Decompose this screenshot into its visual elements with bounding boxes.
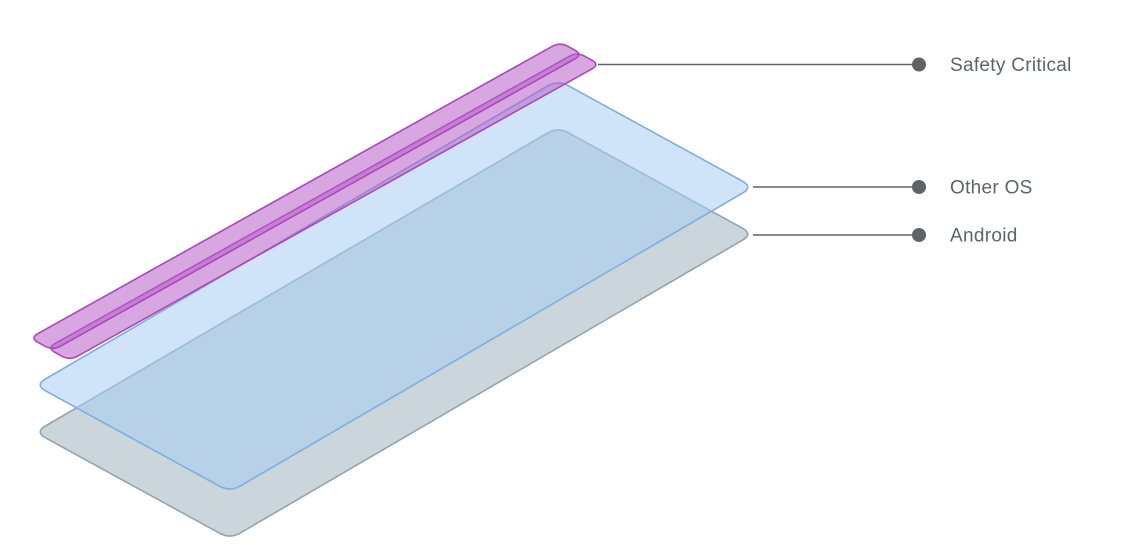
safety-critical-callout-dot — [912, 57, 926, 72]
other-os-callout-dot — [912, 180, 926, 194]
android-callout-dot — [912, 228, 926, 242]
safety-critical-strip-front-shape — [33, 43, 580, 350]
other-os-label: Other OS — [950, 178, 1033, 199]
safety-critical-label: Safety Critical — [950, 55, 1072, 76]
android-label: Android — [950, 226, 1018, 247]
